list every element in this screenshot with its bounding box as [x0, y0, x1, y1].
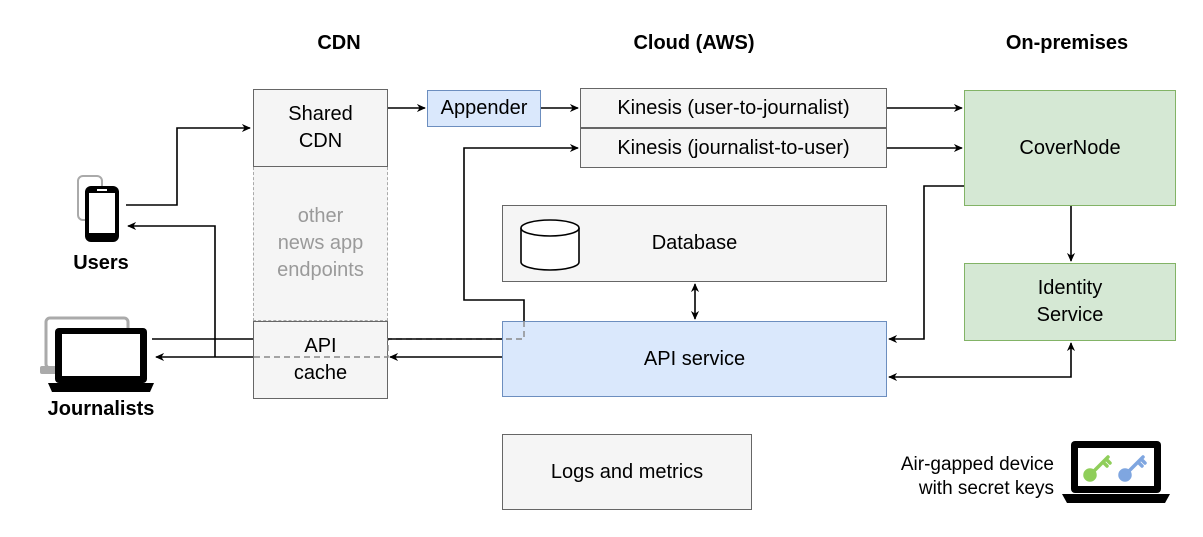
header-onprem: On-premises: [1005, 32, 1129, 54]
arrow-identity-api: [888, 342, 1076, 382]
airgapped-label: Air-gapped device with secret keys: [900, 454, 1054, 499]
arrow-api-to-kinesis-j2u: [463, 143, 579, 321]
kinesis-journalist-to-user-box[interactable]: Kinesis (journalist-to-user): [580, 128, 887, 168]
database-label: Database: [651, 232, 738, 254]
header-cloud: Cloud (AWS): [633, 32, 755, 54]
arrow-covernode-to-api: [888, 185, 964, 344]
header-cdn: CDN: [317, 32, 361, 54]
phone-icon: [77, 175, 119, 242]
laptop-icon: [40, 316, 154, 392]
shared-cdn-box[interactable]: Shared CDN: [253, 89, 388, 167]
airgapped-laptop-icon: [1062, 441, 1170, 503]
other-endpoints-box: other news app endpoints: [253, 167, 388, 321]
database-cylinder-icon: [520, 219, 580, 271]
appender-box[interactable]: Appender: [427, 90, 541, 127]
identity-service-box[interactable]: Identity Service: [964, 263, 1176, 341]
covernode-box[interactable]: CoverNode: [964, 90, 1176, 206]
api-service-box[interactable]: API service: [502, 321, 887, 397]
arrow-users-to-cdn: [126, 123, 251, 206]
key-icon: [1083, 455, 1147, 482]
logs-metrics-box[interactable]: Logs and metrics: [502, 434, 752, 510]
arrow-to-users: [127, 221, 216, 357]
users-label: Users: [73, 252, 129, 274]
kinesis-user-to-journalist-box[interactable]: Kinesis (user-to-journalist): [580, 88, 887, 128]
api-cache-box[interactable]: API cache: [253, 321, 388, 399]
journalists-label: Journalists: [47, 398, 155, 420]
